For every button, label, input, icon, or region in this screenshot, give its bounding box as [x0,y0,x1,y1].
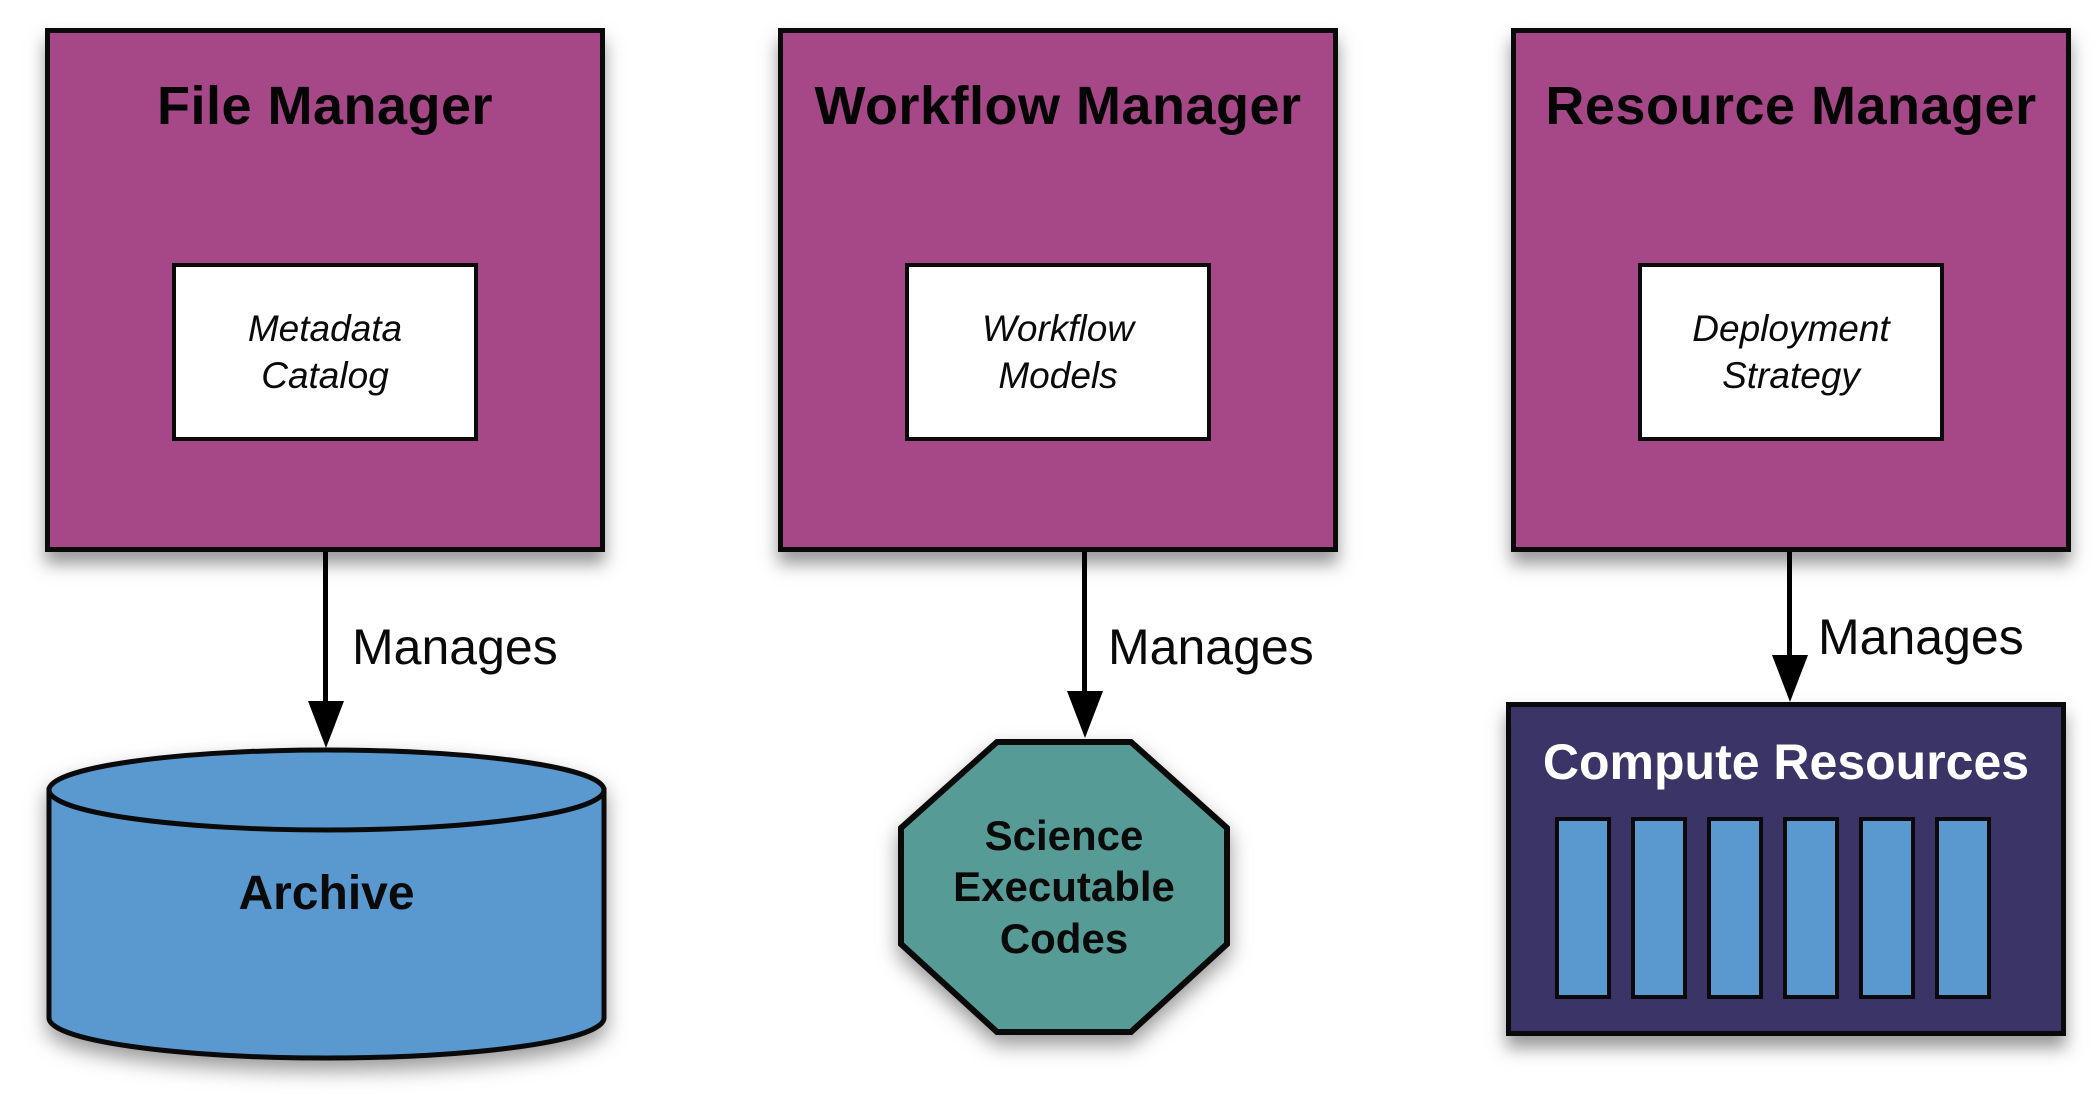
deployment-strategy-box: Deployment Strategy [1638,263,1944,441]
server-bar [1783,817,1839,999]
metadata-catalog-box: Metadata Catalog [172,263,478,441]
workflow-models-box: Workflow Models [905,263,1211,441]
file-manager-title: File Manager [156,76,494,136]
resource-manager-box: Resource Manager Deployment Strategy [1511,28,2071,552]
resource-manages-arrow-head [1772,655,1808,702]
compute-resources-box: Compute Resources [1506,702,2066,1036]
file-manages-arrow-head [308,701,344,748]
science-codes-label: Science Executable Codes [953,812,1175,962]
archive-cylinder: Archive [45,746,608,1064]
workflow-models-label: Workflow Models [981,307,1135,396]
metadata-catalog-label: Metadata Catalog [247,307,403,396]
server-bar [1631,817,1687,999]
octagon-shape [898,739,1230,1035]
science-codes-octagon: Science Executable Codes [897,738,1231,1036]
resource-manager-title: Resource Manager [1545,76,2037,136]
file-manages-label: Manages [352,619,558,675]
cylinder-top-ellipse [46,747,607,833]
octagon-polygon [898,739,1230,1035]
file-manager-box: File Manager Metadata Catalog [45,28,605,552]
deployment-strategy-label: Deployment Strategy [1692,307,1890,396]
server-bar [1555,817,1611,999]
workflow-manages-arrow-shaft [1082,552,1087,694]
workflow-manages-arrow-head [1067,691,1103,738]
server-bar [1859,817,1915,999]
compute-resources-title: Compute Resources [1542,734,2030,790]
resource-manages-label: Manages [1818,609,2024,665]
cylinder-body [46,787,607,1061]
workflow-manager-title: Workflow Manager [814,76,1302,136]
archive-label: Archive [238,867,415,920]
compute-resources-bars [1511,817,2061,999]
workflow-manages-label: Manages [1108,619,1314,675]
server-bar [1935,817,1991,999]
archive-cylinder-shape [46,747,607,1061]
workflow-manager-box: Workflow Manager Workflow Models [778,28,1338,552]
file-manages-arrow-shaft [323,552,328,704]
resource-manages-arrow-shaft [1787,552,1792,658]
server-bar [1707,817,1763,999]
